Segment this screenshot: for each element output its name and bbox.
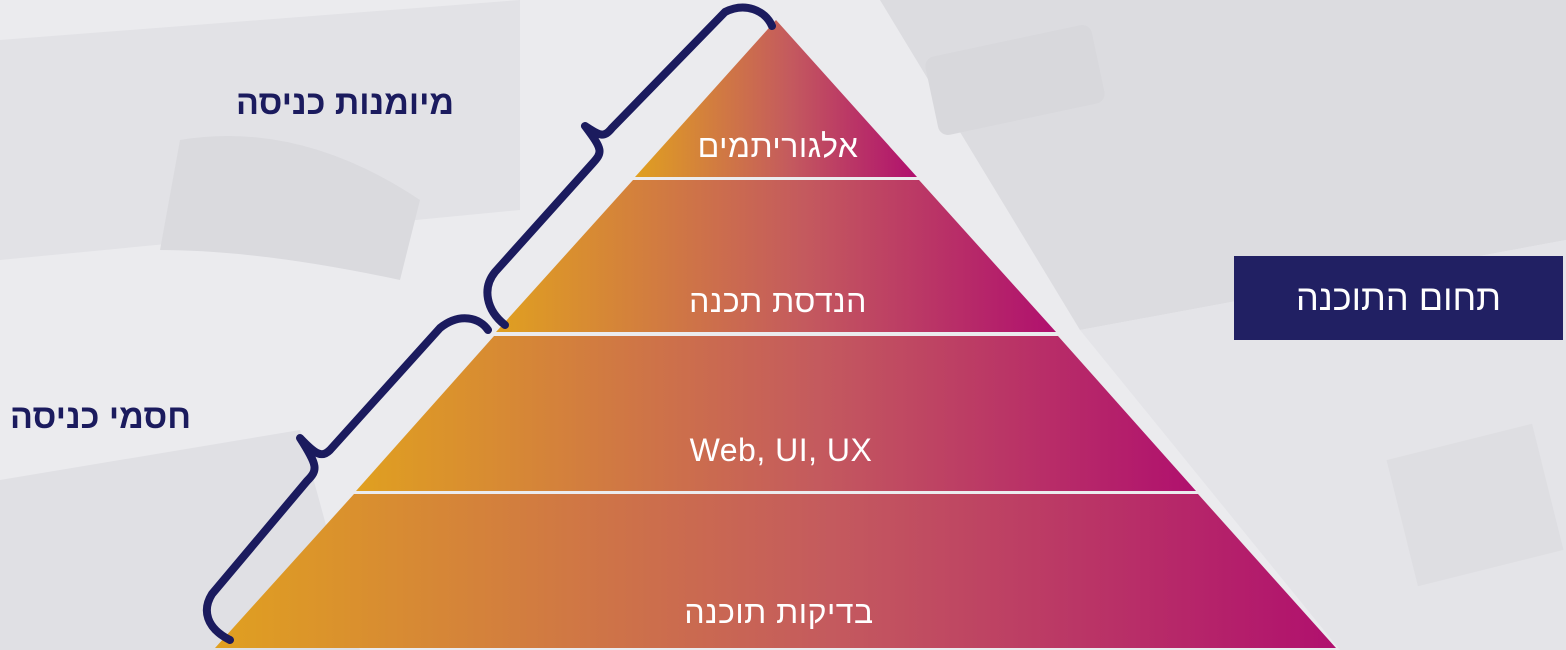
tier-label-software-testing: בדיקות תוכנה <box>684 594 874 630</box>
software-field-label: תחום התוכנה <box>1295 277 1502 318</box>
entry-barriers-label: חסמי כניסה <box>10 398 192 436</box>
entry-skills-label: מיומנות כניסה <box>236 84 455 122</box>
tier-label-web-ui-ux: Web, UI, UX <box>689 432 873 468</box>
software-field-box: תחום התוכנה <box>1234 256 1563 340</box>
pyramid-tier-3 <box>356 336 1196 491</box>
tier-label-algorithms: אלגוריתמים <box>697 128 859 164</box>
entry-skills-bracket <box>483 3 776 329</box>
tier-label-software-engineering: הנדסת תכנה <box>689 283 867 319</box>
pyramid-tier-1 <box>635 20 917 177</box>
entry-barriers-bracket <box>202 314 492 644</box>
pyramid-tier-2 <box>496 180 1056 332</box>
pyramid-tier-4 <box>215 494 1336 648</box>
